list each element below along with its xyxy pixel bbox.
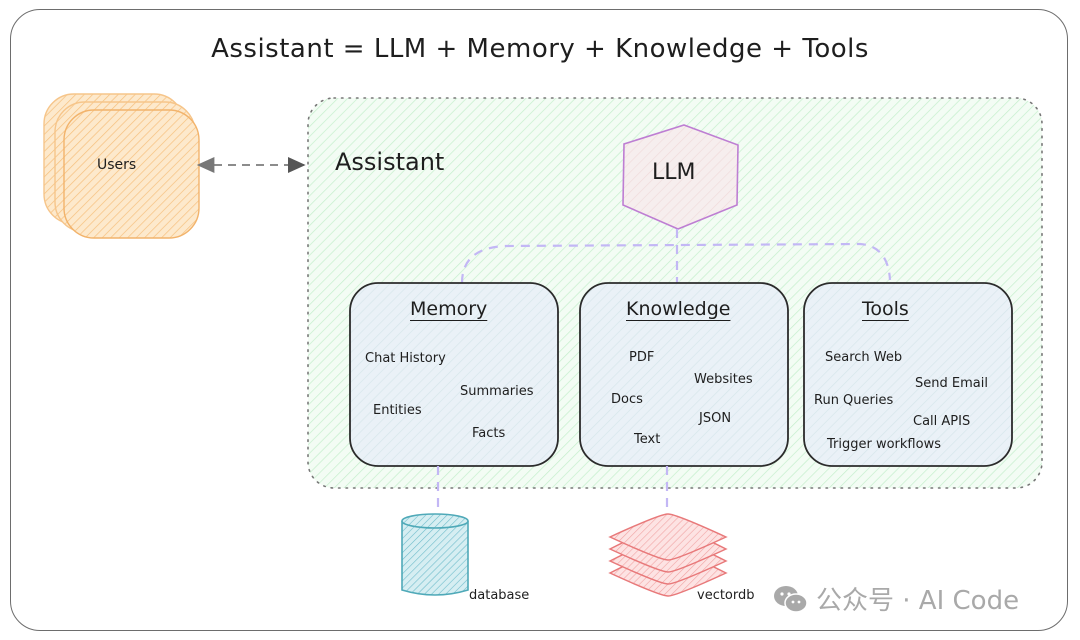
tools-item: Run Queries xyxy=(814,393,894,408)
memory-box[interactable] xyxy=(349,282,559,467)
database-label: database xyxy=(469,588,530,603)
database-icon[interactable] xyxy=(401,513,469,596)
vectordb-icon[interactable] xyxy=(608,513,728,597)
llm-connectors xyxy=(460,229,892,284)
tools-item: Send Email xyxy=(915,376,988,391)
tools-box[interactable] xyxy=(803,282,1013,467)
users-label: Users xyxy=(97,157,137,173)
store-connectors xyxy=(436,466,669,514)
knowledge-item: Text xyxy=(634,432,661,447)
assistant-label: Assistant xyxy=(335,148,445,176)
memory-title: Memory xyxy=(410,298,488,320)
diagram-frame xyxy=(10,9,1068,631)
watermark: 公众号 · AI Code xyxy=(772,580,1019,617)
knowledge-box[interactable] xyxy=(579,282,789,467)
memory-item: Chat History xyxy=(365,351,446,366)
knowledge-item: Docs xyxy=(611,392,643,407)
tools-item: Call APIS xyxy=(913,414,971,429)
knowledge-title: Knowledge xyxy=(626,298,731,320)
memory-item: Summaries xyxy=(460,384,534,399)
users-node[interactable] xyxy=(43,93,200,239)
knowledge-item: Websites xyxy=(694,372,753,387)
tools-item: Trigger workflows xyxy=(827,437,941,452)
memory-item: Facts xyxy=(472,426,506,441)
vectordb-label: vectordb xyxy=(697,588,755,603)
diagram-title: Assistant = LLM + Memory + Knowledge + T… xyxy=(211,34,869,64)
knowledge-item: JSON xyxy=(699,411,732,426)
watermark-text: 公众号 · AI Code xyxy=(816,586,1020,616)
knowledge-item: PDF xyxy=(629,350,655,365)
tools-item: Search Web xyxy=(825,350,903,365)
memory-item: Entities xyxy=(373,403,422,418)
wechat-icon xyxy=(774,585,808,613)
llm-label: LLM xyxy=(652,160,696,185)
tools-title: Tools xyxy=(862,298,909,320)
